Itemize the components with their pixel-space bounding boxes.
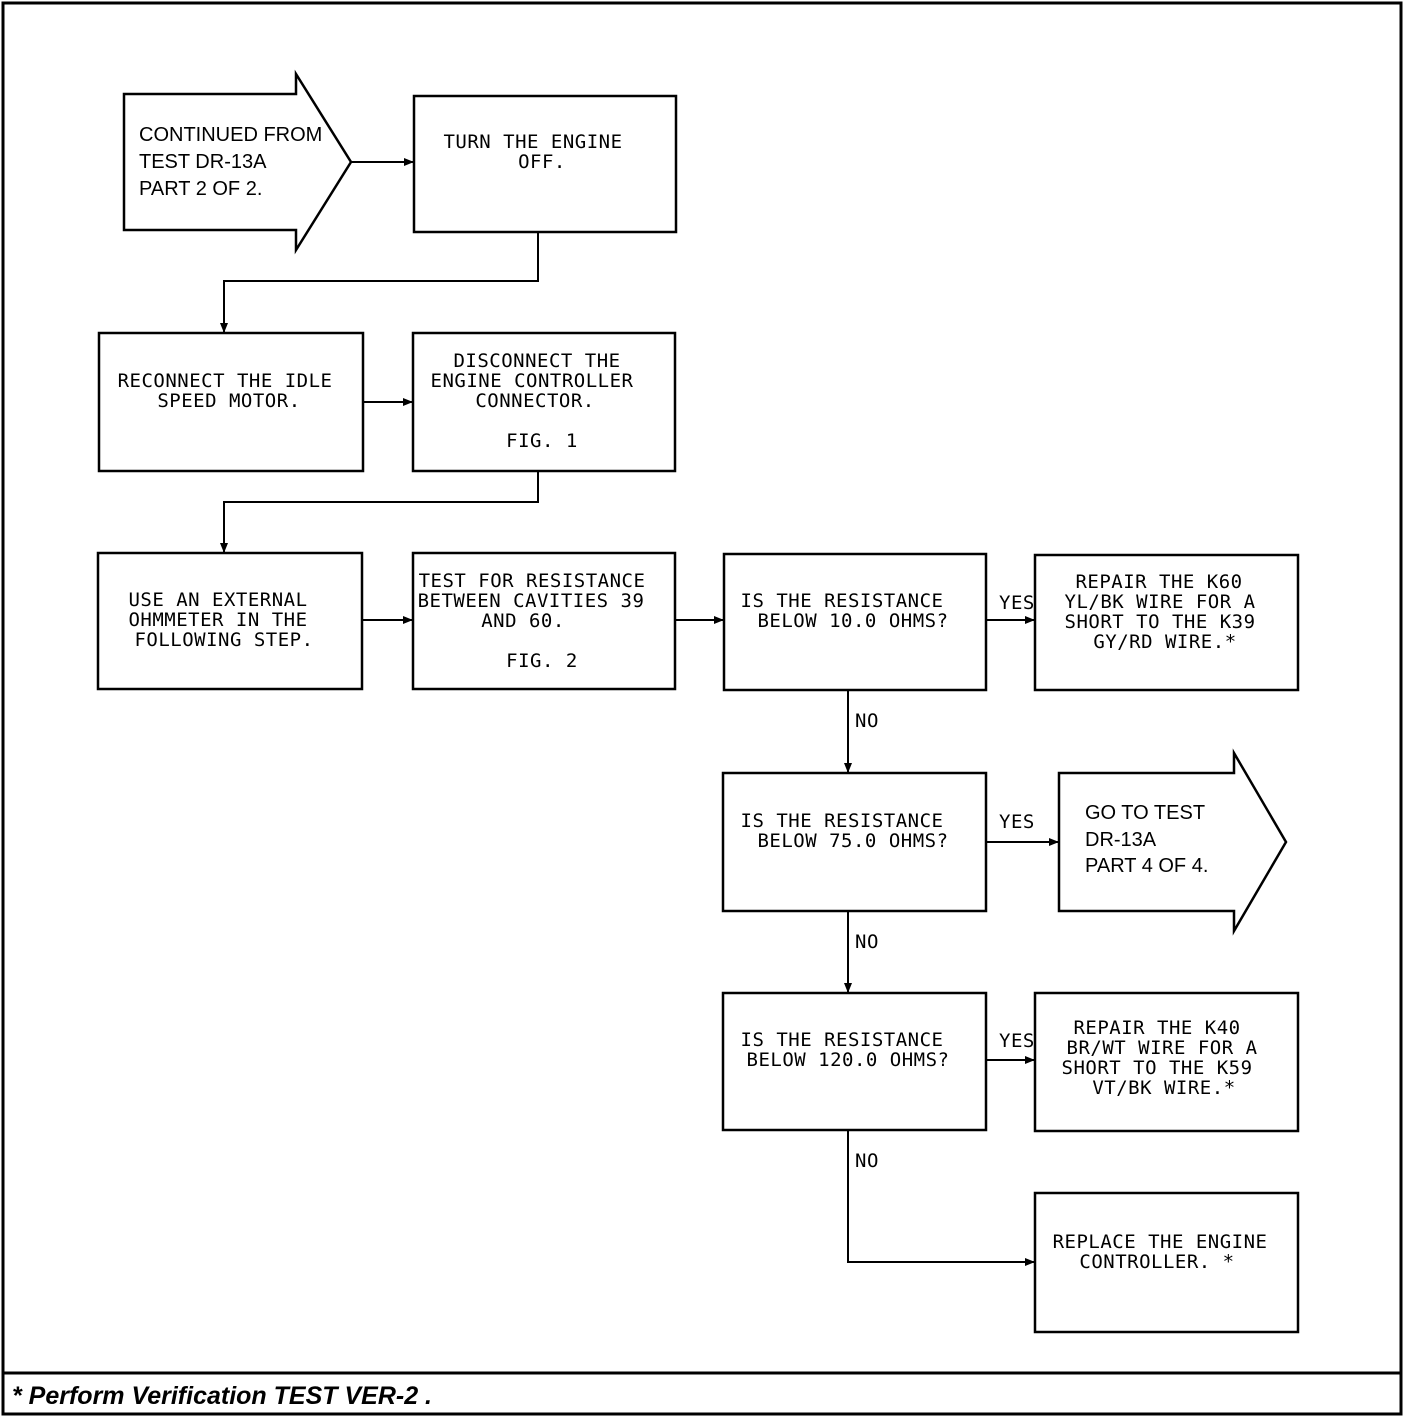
step-test-resistance-line-2: BETWEEN CAVITIES 39 — [418, 590, 645, 612]
step-disconnect-line-5: FIG. 1 — [506, 430, 578, 452]
start-arrow-line-3: PART 2 OF 2. — [139, 178, 262, 200]
step-reconnect-text: RECONNECT THE IDLE SPEED MOTOR. — [118, 370, 345, 412]
result-repair-k40-line-2: BR/WT WIRE FOR A — [1067, 1037, 1258, 1059]
result-repair-k40-line-1: REPAIR THE K40 — [1073, 1017, 1240, 1039]
result-replace-box — [1033, 1191, 1300, 1334]
connector-disconnect-to-ohmmeter — [220, 471, 539, 553]
decision-2-line-1: IS THE RESISTANCE — [741, 810, 944, 832]
result-repair-k40-text: REPAIR THE K40 BR/WT WIRE FOR A SHORT TO… — [1062, 1017, 1270, 1099]
no-label-3: NO — [855, 1150, 879, 1172]
result-repair-k60-line-3: SHORT TO THE K39 — [1065, 611, 1256, 633]
footer-note: * Perform Verification TEST VER-2 . — [12, 1382, 432, 1410]
start-arrow-text: CONTINUED FROM TEST DR-13A PART 2 OF 2. — [139, 124, 328, 200]
step-disconnect-line-2: ENGINE CONTROLLER — [431, 370, 634, 392]
decision-1-line-1: IS THE RESISTANCE — [741, 590, 944, 612]
result-replace-line-1: REPLACE THE ENGINE — [1053, 1231, 1268, 1253]
step-test-resistance-line-3: AND 60. — [481, 610, 565, 632]
start-arrow-shape — [122, 69, 353, 255]
no-label-2: NO — [855, 931, 879, 953]
step-turn-off-line-2: OFF. — [518, 151, 566, 173]
step-reconnect-line-1: RECONNECT THE IDLE — [118, 370, 333, 392]
step-ohmmeter-text: USE AN EXTERNAL OHMMETER IN THE FOLLOWIN… — [128, 589, 319, 651]
connector-decision-3-no — [847, 1130, 1035, 1266]
step-ohmmeter-line-2: OHMMETER IN THE — [128, 609, 307, 631]
step-ohmmeter-line-1: USE AN EXTERNAL — [128, 589, 307, 611]
step-turn-off-line-1: TURN THE ENGINE — [443, 131, 622, 153]
decision-3-line-1: IS THE RESISTANCE — [741, 1029, 944, 1051]
goto-arrow-line-3: PART 4 OF 4. — [1085, 855, 1208, 877]
start-arrow-line-1: CONTINUED FROM — [139, 124, 322, 146]
step-disconnect-box — [411, 331, 677, 473]
step-turn-off-text: TURN THE ENGINE OFF. — [443, 131, 634, 173]
result-repair-k40-box — [1033, 991, 1300, 1133]
yes-label-3: YES — [999, 1030, 1035, 1052]
no-label-1: NO — [855, 710, 879, 732]
step-reconnect-line-2: SPEED MOTOR. — [157, 390, 300, 412]
decision-3-text: IS THE RESISTANCE BELOW 120.0 OHMS? — [741, 1029, 956, 1071]
decision-2-text: IS THE RESISTANCE BELOW 75.0 OHMS? — [741, 810, 956, 852]
result-repair-k60-line-4: GY/RD WIRE.* — [1093, 631, 1236, 653]
step-test-resistance-line-1: TEST FOR RESISTANCE — [419, 570, 646, 592]
step-test-resistance-box — [411, 551, 677, 691]
decision-3-box — [721, 991, 988, 1132]
goto-arrow-line-1: GO TO TEST — [1085, 802, 1205, 824]
step-reconnect-box — [97, 331, 365, 473]
step-ohmmeter-line-3: FOLLOWING STEP. — [134, 629, 313, 651]
decision-1-line-2: BELOW 10.0 OHMS? — [757, 610, 948, 632]
result-repair-k60-box — [1033, 553, 1300, 692]
result-repair-k60-text: REPAIR THE K60 YL/BK WIRE FOR A SHORT TO… — [1065, 571, 1268, 653]
step-disconnect-line-1: DISCONNECT THE — [453, 350, 620, 372]
goto-arrow-text: GO TO TEST DR-13A PART 4 OF 4. — [1085, 802, 1210, 877]
step-disconnect-line-3: CONNECTOR. — [475, 390, 594, 412]
step-test-resistance-line-5: FIG. 2 — [506, 650, 578, 672]
step-disconnect-text: DISCONNECT THE ENGINE CONTROLLER CONNECT… — [431, 350, 646, 452]
decision-1-box — [722, 552, 988, 692]
connector-turn-off-to-reconnect — [220, 232, 539, 333]
goto-arrow-shape — [1057, 748, 1288, 936]
result-replace-text: REPLACE THE ENGINE CONTROLLER. * — [1053, 1231, 1280, 1273]
step-test-resistance-text: TEST FOR RESISTANCE BETWEEN CAVITIES 39 … — [418, 570, 658, 672]
decision-3-line-2: BELOW 120.0 OHMS? — [747, 1049, 950, 1071]
result-repair-k60-line-1: REPAIR THE K60 — [1075, 571, 1242, 593]
goto-arrow-line-2: DR-13A — [1085, 829, 1157, 851]
step-turn-off-box — [412, 94, 678, 234]
decision-2-line-2: BELOW 75.0 OHMS? — [757, 830, 948, 852]
result-replace-line-2: CONTROLLER. * — [1079, 1251, 1234, 1273]
result-repair-k40-line-3: SHORT TO THE K59 — [1062, 1057, 1253, 1079]
yes-label-1: YES — [999, 592, 1035, 614]
result-repair-k40-line-4: VT/BK WIRE.* — [1092, 1077, 1235, 1099]
result-repair-k60-line-2: YL/BK WIRE FOR A — [1065, 591, 1256, 613]
step-ohmmeter-box — [96, 551, 364, 691]
yes-label-2: YES — [999, 811, 1035, 833]
start-arrow-line-2: TEST DR-13A — [139, 151, 267, 173]
decision-1-text: IS THE RESISTANCE BELOW 10.0 OHMS? — [741, 590, 956, 632]
